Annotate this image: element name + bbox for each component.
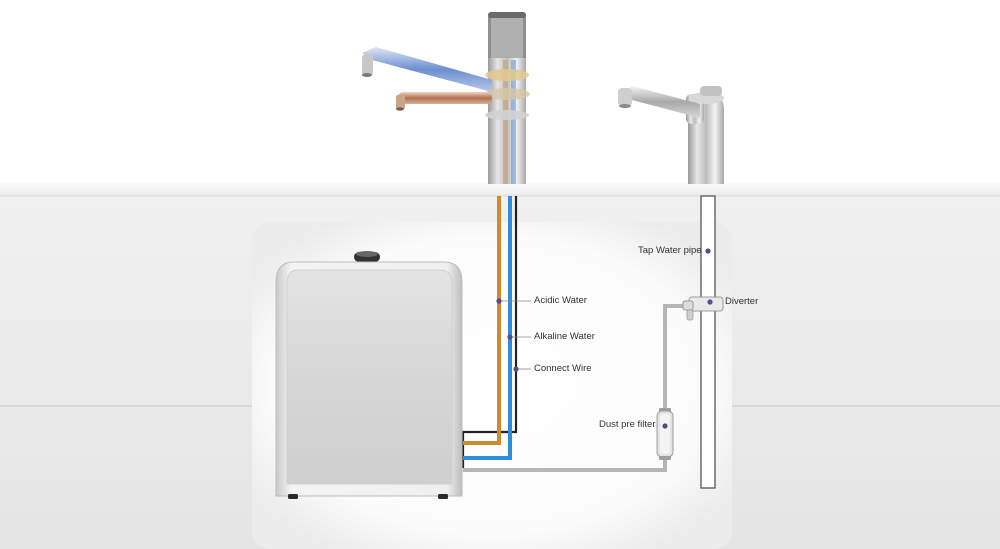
acidic-water-pipe — [463, 196, 501, 445]
label-tap-water-pipe: Tap Water pipe — [638, 245, 702, 256]
label-connect-wire: Connect Wire — [534, 363, 592, 374]
dust-pre-filter — [656, 408, 674, 460]
alkaline-water-pipe — [463, 196, 512, 460]
connect-wire-marker — [513, 366, 519, 372]
label-acidic-water: Acidic Water — [534, 295, 587, 306]
annotation-leaders — [496, 248, 713, 429]
counter-top — [0, 183, 1000, 196]
tap-water-pipe-marker — [705, 248, 711, 254]
water-ionizer-unit — [275, 251, 463, 499]
ionizer-faucet — [362, 12, 530, 184]
dust-pre-filter-marker — [662, 423, 668, 429]
label-alkaline-water: Alkaline Water — [534, 331, 595, 342]
tap-water-pipe — [700, 195, 716, 489]
label-dust-pre-filter: Dust pre filter — [599, 419, 656, 430]
kitchen-faucet — [618, 86, 724, 184]
alkaline-water-marker — [507, 334, 513, 340]
diverter-marker — [707, 299, 713, 305]
acidic-water-marker — [496, 298, 502, 304]
connect-wire-line — [461, 196, 518, 468]
label-diverter: Diverter — [725, 296, 759, 307]
diverter-valve — [682, 296, 724, 321]
tap-feed-pipe — [463, 304, 694, 472]
